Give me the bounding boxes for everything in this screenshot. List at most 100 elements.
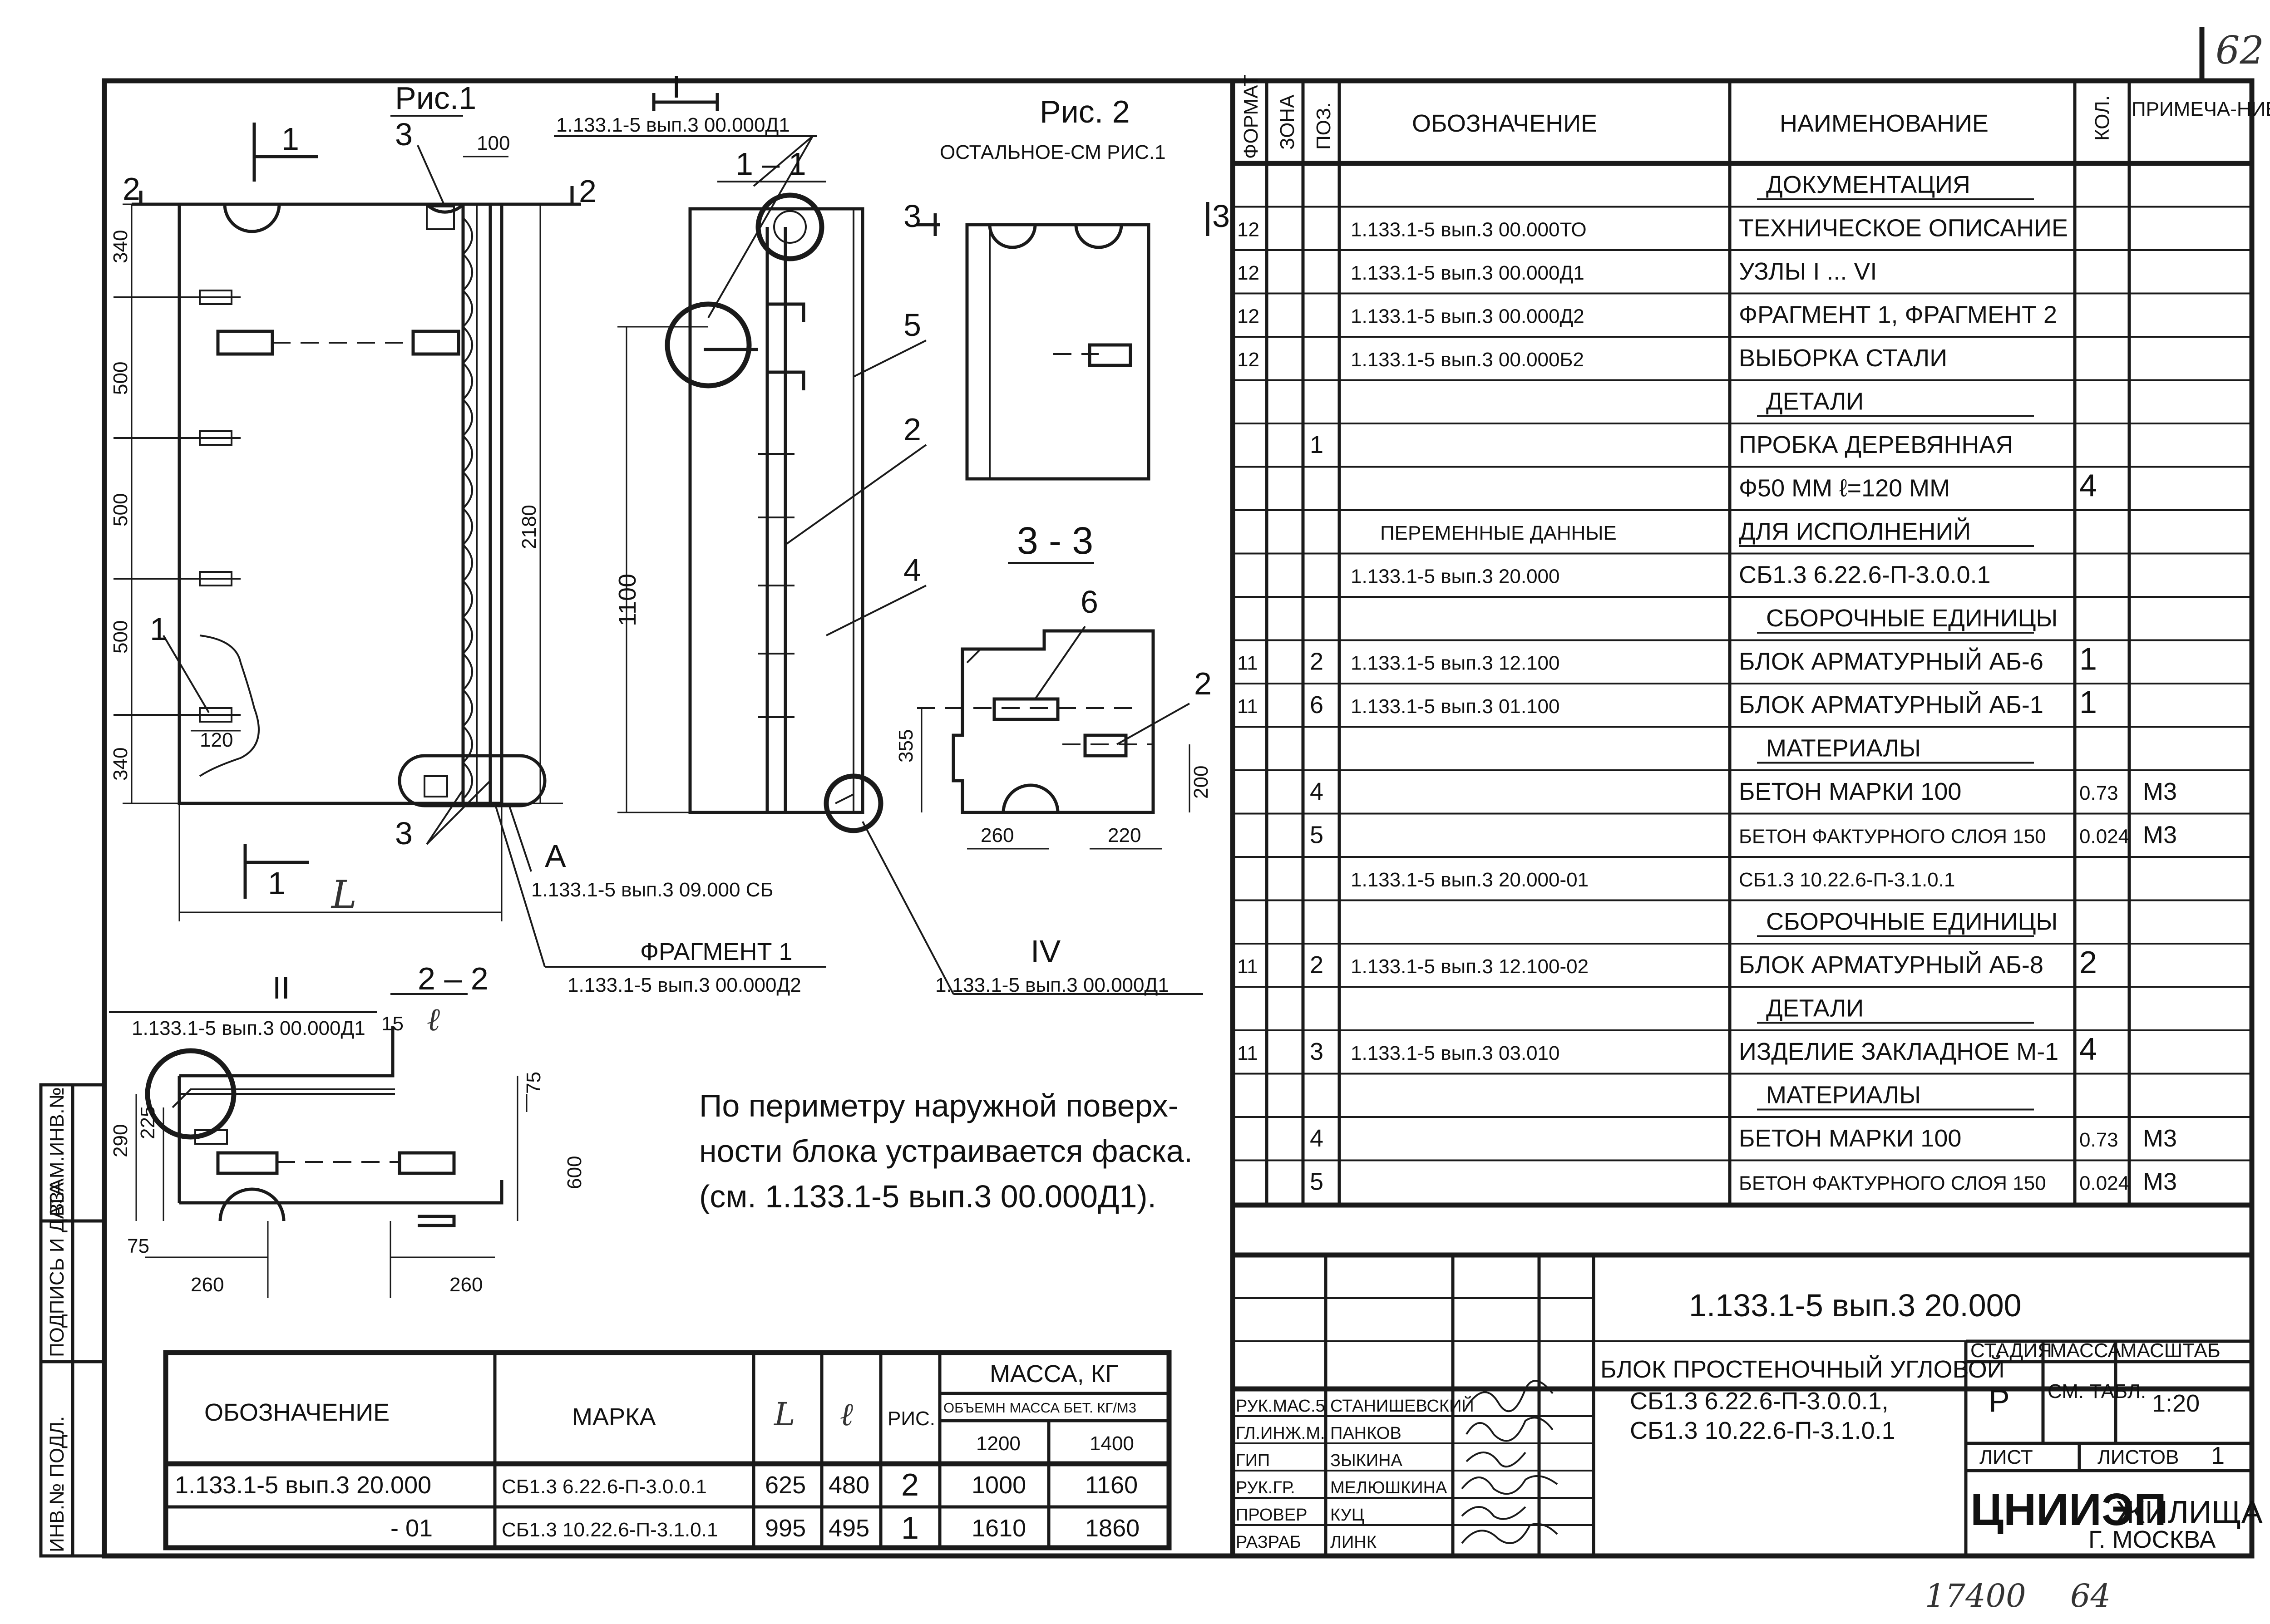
spec-grid [1233, 81, 2252, 1208]
fragment1-ref: 1.133.1-5 вып.3 00.000Д2 [568, 974, 801, 996]
signature-name: СТАНИШЕВСКИЙ [1330, 1395, 1474, 1416]
mass-table [163, 1350, 1172, 1550]
spec-row-unit: М3 [2143, 1125, 2177, 1152]
spec-row-name: Ф50 ММ ℓ=120 ММ [1739, 474, 1950, 502]
spec-row-quantity: 4 [2079, 1031, 2097, 1067]
signature-role: РУК.МАС.5 [1236, 1397, 1325, 1416]
fig1-section-mark-2a: 2 [123, 171, 140, 207]
section-2-2-view [109, 993, 528, 1298]
title-name-line-2: СБ1.3 6.22.6-П-3.0.0.1, [1630, 1388, 1889, 1415]
fig2-subtitle: ОСТАЛЬНОЕ-СМ РИС.1 [940, 141, 1166, 163]
spec-row-quantity: 0.024 [2079, 825, 2129, 847]
spec-row-name: БЕТОН ФАКТУРНОГО СЛОЯ 150 [1739, 825, 2046, 847]
spec-row-lines [1233, 206, 2252, 1205]
spec-row: Ф50 ММ ℓ=120 ММ 4 [1739, 468, 2097, 503]
section22-dim-l: ℓ [427, 1001, 440, 1038]
spec-row-format: 11 [1237, 652, 1258, 674]
spec-row-designation: 1.133.1-5 вып.3 00.000Д2 [1351, 305, 1584, 327]
spec-row-name: УЗЛЫ I ... VI [1739, 258, 1877, 285]
spec-row-quantity: 4 [2079, 468, 2097, 503]
spec-row-designation: 1.133.1-5 вып.3 12.100-02 [1351, 955, 1589, 978]
fig1-view: Рис.1 [114, 80, 826, 968]
spec-row-name: ДОКУМЕНТАЦИЯ [1766, 171, 1970, 198]
archive-number: 17400 [1925, 1577, 2026, 1614]
signature-role: ПРОВЕР [1236, 1506, 1307, 1525]
spec-row-position: 2 [1310, 648, 1323, 675]
title-sheets: 1 [2211, 1442, 2225, 1469]
note-line-1: По периметру наружной поверх- [699, 1088, 1179, 1123]
spec-row-name: БЕТОН ФАКТУРНОГО СЛОЯ 150 [1739, 1172, 2046, 1194]
side-stamp-1: ИНВ.№ ПОДЛ. [46, 1416, 68, 1552]
mass-header-l: ℓ [840, 1396, 853, 1433]
section22-dim-600: 600 [563, 1156, 586, 1189]
signature-name: ЗЫКИНА [1330, 1451, 1402, 1470]
mass-header-1200: 1200 [976, 1432, 1021, 1455]
mass-row-2-mark: СБ1.3 10.22.6-П-3.1.0.1 [502, 1519, 718, 1541]
spec-row-designation: 1.133.1-5 вып.3 12.100 [1351, 652, 1559, 674]
spec-row-format: 11 [1237, 695, 1258, 718]
spec-row: ДЕТАЛИ [1757, 388, 2034, 417]
mass-row-2-designation: - 01 [390, 1515, 433, 1542]
signature-role: ГИП [1236, 1451, 1270, 1470]
title-mass-label: МАССА [2050, 1339, 2122, 1362]
mass-row-2-fig: 1 [901, 1510, 919, 1545]
signature-role: РАЗРАБ [1236, 1533, 1301, 1552]
spec-row-format: 11 [1237, 955, 1258, 978]
fig1-section-mark-2b: 2 [579, 173, 597, 209]
spec-row-designation: 1.133.1-5 вып.3 20.000 [1351, 565, 1559, 587]
signature-name: МЕЛЮШКИНА [1330, 1478, 1447, 1497]
mass-row-1-designation: 1.133.1-5 вып.3 20.000 [175, 1471, 431, 1499]
signature-row: РУК.ГР.МЕЛЮШКИНА [1236, 1478, 1447, 1497]
fig2-title: Рис. 2 [1040, 94, 1130, 129]
org-logo: ЦНИИЭП [1970, 1484, 2166, 1535]
mass-row-1-fig: 2 [901, 1467, 919, 1502]
section33-dim-220: 220 [1108, 824, 1141, 846]
spec-row-quantity: 0.73 [2079, 782, 2118, 804]
spec-row-quantity: 2 [2079, 945, 2097, 980]
spec-row-designation: 1.133.1-5 вып.3 00.000ТО [1351, 218, 1587, 241]
title-stage-label: СТАДИЯ [1970, 1339, 2052, 1362]
mass-row-2-m1200: 1610 [972, 1515, 1026, 1542]
spec-row-position: 5 [1310, 1168, 1323, 1195]
mass-header-fig: РИС. [888, 1407, 935, 1430]
spec-row-format: 12 [1237, 262, 1259, 284]
spec-row-name: БЕТОН МАРКИ 100 [1739, 1125, 1961, 1152]
section22-title: 2 – 2 [418, 961, 489, 996]
spec-row: ДЕТАЛИ [1757, 994, 2034, 1024]
spec-row-name: ДЛЯ ИСПОЛНЕНИЙ [1739, 517, 1971, 545]
section22-dim-290: 290 [109, 1124, 132, 1157]
spec-row-name: ДЕТАЛИ [1766, 994, 1864, 1022]
title-sheets-label: ЛИСТОВ [2097, 1446, 2179, 1468]
section33-dim-260: 260 [981, 824, 1014, 846]
section33-dim-200: 200 [1190, 766, 1212, 799]
fig1-section-mark-bottom: 1 [268, 866, 286, 901]
spec-row-name: МАТЕРИАЛЫ [1766, 1081, 1921, 1108]
section11-dim-1100: 1100 [614, 574, 641, 626]
mass-row-2: - 01 СБ1.3 10.22.6-П-3.1.0.1 995 495 1 1… [390, 1510, 1140, 1545]
node-ii-ref: 1.133.1-5 вып.3 00.000Д1 [132, 1017, 365, 1039]
section22-dim-225: 225 [137, 1106, 159, 1139]
signature-row: ГЛ.ИНЖ.М.ПАНКОВ [1236, 1424, 1401, 1443]
node-i-ref: 1.133.1-5 вып.3 00.000Д1 [556, 114, 790, 136]
section22-dim-260-right: 260 [449, 1274, 483, 1296]
section22-dim-75-top: 75 [523, 1072, 545, 1094]
fig1-dim-340-top: 340 [109, 230, 132, 263]
mass-row-1-m1200: 1000 [972, 1471, 1026, 1499]
signature-row: РУК.МАС.5 СТАНИШЕВСКИЙ [1236, 1395, 1474, 1416]
spec-row: СБОРОЧНЫЕ ЕДИНИЦЫ [1757, 605, 2058, 634]
archive-sheet: 64 [2070, 1577, 2111, 1614]
node-ii-label: II [272, 970, 290, 1005]
